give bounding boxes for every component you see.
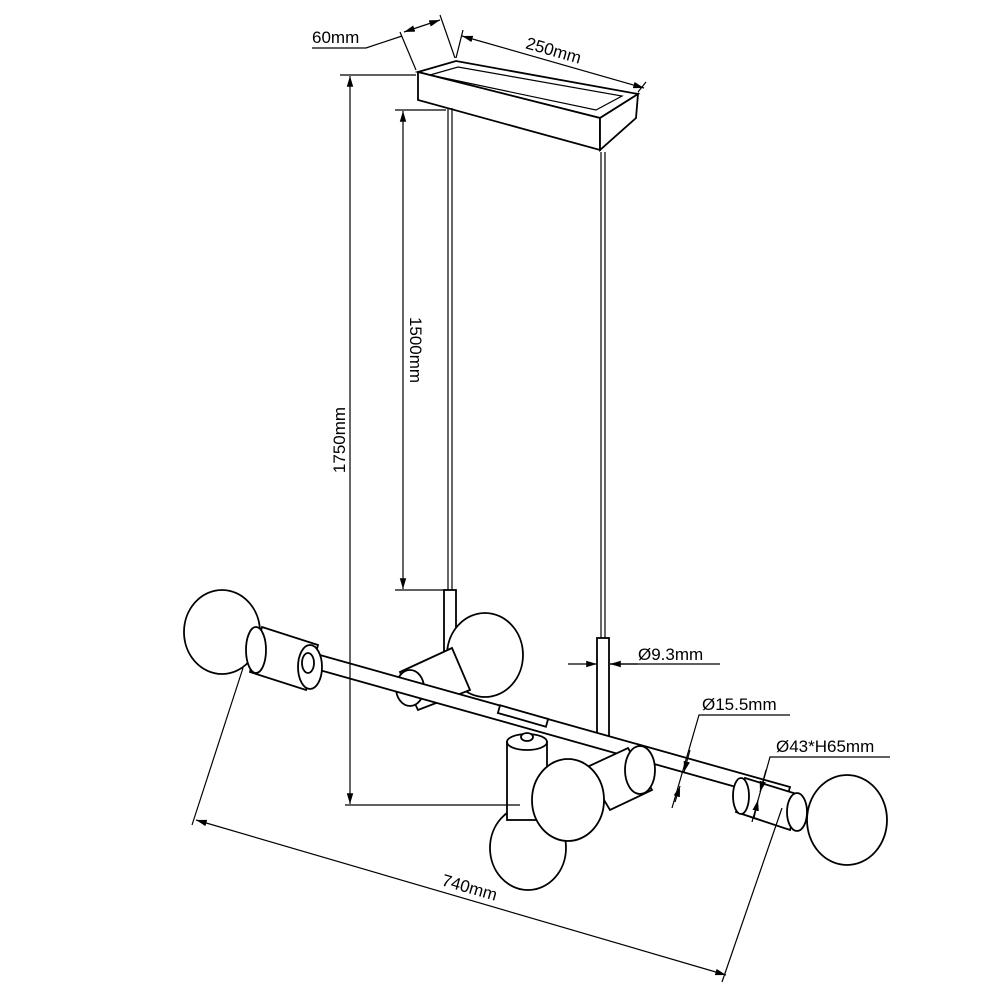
cable-length-label: 1500mm: [406, 317, 425, 383]
left-socket: [245, 625, 323, 692]
ceiling-canopy: [414, 60, 641, 153]
dimension-rod-diameter: Ø9.3mm: [568, 645, 720, 668]
socket-size-label: Ø43*H65mm: [776, 737, 874, 756]
bar-diameter-label: Ø15.5mm: [702, 695, 777, 714]
canopy-depth-label: 60mm: [312, 28, 359, 47]
bulb: [531, 758, 605, 842]
total-height-label: 1750mm: [330, 407, 349, 473]
dimension-total-height: 1750mm: [330, 74, 520, 806]
rod-diameter-label: Ø9.3mm: [638, 645, 703, 664]
dimension-socket-size: Ø43*H65mm: [751, 737, 890, 823]
dimension-cable-length: 1500mm: [395, 109, 446, 591]
dimension-canopy-depth: 60mm: [312, 14, 456, 71]
dimension-bar-diameter: Ø15.5mm: [671, 695, 790, 809]
bulb: [806, 774, 888, 866]
right-socket: [732, 776, 808, 832]
